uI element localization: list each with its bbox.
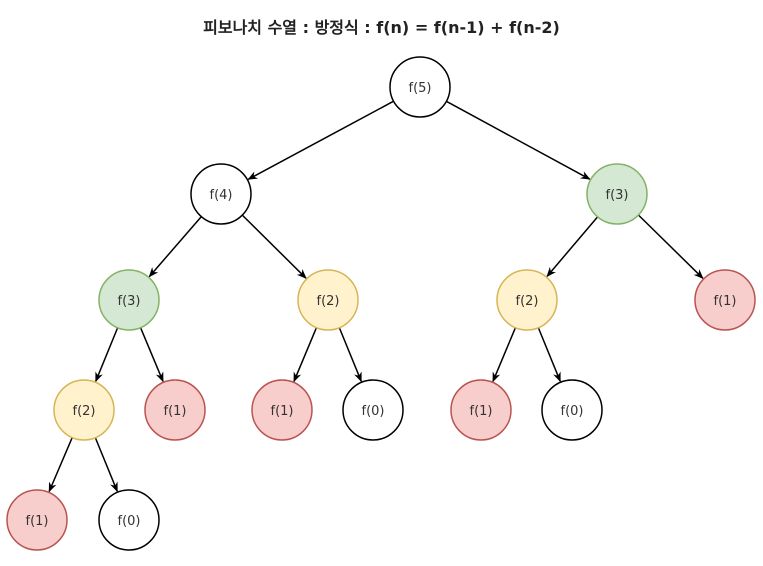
tree-node-n0a: f(0) <box>342 379 404 441</box>
node-circle <box>144 379 206 441</box>
node-circle <box>694 269 756 331</box>
nodes-layer: f(5) f(4) f(3) f(3) f(2) f(2) f(1) f(2) f(1) f(1)… <box>6 56 756 551</box>
tree-node-n1c: f(1) <box>450 379 512 441</box>
node-label: f(1) <box>714 294 737 309</box>
edge-n5-to-n4 <box>247 100 394 180</box>
edge-n2a-to-n0a <box>338 327 362 383</box>
node-circle <box>586 163 648 225</box>
node-circle <box>53 379 115 441</box>
diagram-title: 피보나치 수열 : 방정식 : f(n) = f(n-1) + f(n-2) <box>203 18 560 37</box>
edge-n3r-to-n2r <box>546 216 599 278</box>
tree-node-n0b: f(0) <box>541 379 603 441</box>
edge-n2a-to-n1b <box>293 327 318 383</box>
tree-node-n1a: f(1) <box>144 379 206 441</box>
node-label: f(0) <box>362 404 385 419</box>
node-circle <box>342 379 404 441</box>
node-label: f(3) <box>118 294 141 309</box>
edge-n4-to-n3l <box>148 216 202 278</box>
edge-n3l-to-n2b <box>95 327 119 383</box>
tree-node-n4: f(4) <box>190 163 252 225</box>
node-circle <box>98 489 160 551</box>
node-label: f(2) <box>73 404 96 419</box>
node-circle <box>297 269 359 331</box>
node-label: f(1) <box>26 514 49 529</box>
tree-node-n0c: f(0) <box>98 489 160 551</box>
edge-n2r-to-n0b <box>537 327 561 383</box>
node-label: f(5) <box>409 81 432 96</box>
tree-node-n3r: f(3) <box>586 163 648 225</box>
node-circle <box>450 379 512 441</box>
edge-n3l-to-n1a <box>139 327 164 383</box>
tree-node-n1r: f(1) <box>694 269 756 331</box>
node-circle <box>496 269 558 331</box>
node-label: f(1) <box>470 404 493 419</box>
node-label: f(3) <box>606 188 629 203</box>
edge-n2b-to-n1d <box>48 437 73 493</box>
tree-node-n5: f(5) <box>389 56 451 118</box>
node-circle <box>541 379 603 441</box>
node-label: f(1) <box>164 404 187 419</box>
edge-n4-to-n2a <box>241 214 307 279</box>
tree-node-n3l: f(3) <box>98 269 160 331</box>
node-label: f(2) <box>317 294 340 309</box>
node-label: f(0) <box>561 404 584 419</box>
edge-n3r-to-n1r <box>637 214 704 279</box>
node-circle <box>98 269 160 331</box>
edge-n5-to-n3r <box>446 100 591 180</box>
tree-node-n2r: f(2) <box>496 269 558 331</box>
tree-node-n1b: f(1) <box>251 379 313 441</box>
node-circle <box>6 489 68 551</box>
node-circle <box>389 56 451 118</box>
edge-n2r-to-n1c <box>492 327 517 383</box>
node-label: f(2) <box>516 294 539 309</box>
node-label: f(1) <box>271 404 294 419</box>
edge-n2b-to-n0c <box>94 437 118 493</box>
node-circle <box>251 379 313 441</box>
tree-node-n1d: f(1) <box>6 489 68 551</box>
tree-node-n2a: f(2) <box>297 269 359 331</box>
node-label: f(4) <box>210 188 233 203</box>
node-label: f(0) <box>118 514 141 529</box>
tree-node-n2b: f(2) <box>53 379 115 441</box>
node-circle <box>190 163 252 225</box>
edges-layer <box>48 100 704 493</box>
